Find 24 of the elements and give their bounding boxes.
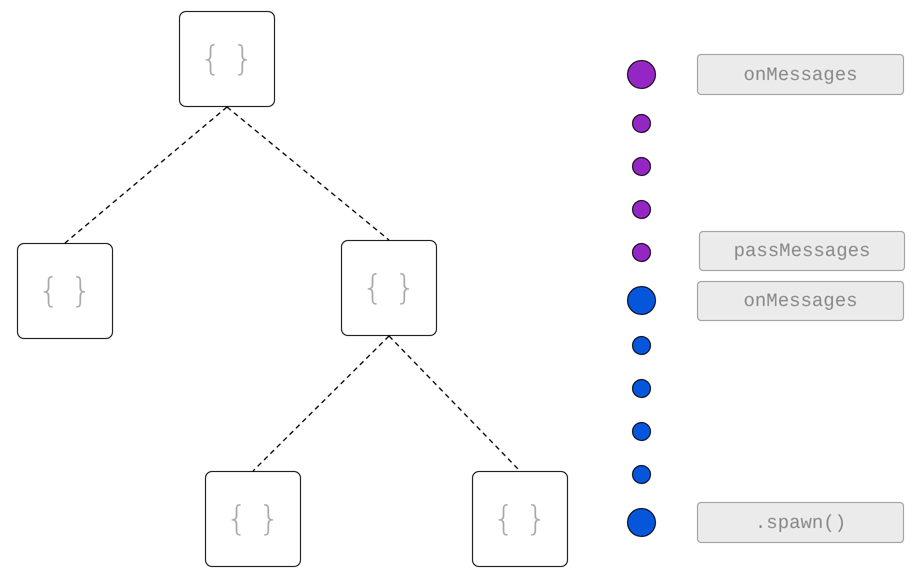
circle-marker — [632, 114, 651, 133]
circle-marker — [627, 60, 656, 89]
code-block-box: { } — [17, 243, 113, 339]
method-tag: passMessages — [699, 231, 905, 271]
circle-marker — [632, 243, 651, 262]
circle-marker — [632, 157, 651, 176]
circle-marker — [632, 336, 651, 355]
code-block-box: { } — [472, 471, 568, 567]
dashed-line — [226, 106, 390, 240]
method-tag: .spawn() — [697, 502, 904, 543]
method-tag: onMessages — [697, 281, 904, 321]
circle-marker — [627, 508, 656, 537]
circle-marker — [632, 200, 651, 219]
circle-marker — [632, 465, 651, 484]
code-block-box: { } — [179, 11, 275, 107]
method-tag: onMessages — [697, 54, 904, 95]
dashed-line — [252, 336, 390, 472]
code-block-box: { } — [341, 240, 437, 336]
circle-marker — [632, 422, 651, 441]
code-block-box: { } — [205, 471, 301, 567]
circle-marker — [627, 286, 656, 315]
dashed-line — [64, 106, 228, 244]
dashed-line — [388, 336, 520, 472]
circle-marker — [632, 379, 651, 398]
